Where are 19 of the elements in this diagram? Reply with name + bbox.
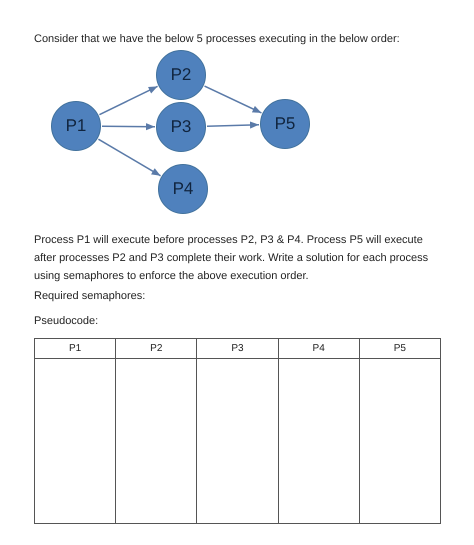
instructions-paragraph: Process P1 will execute before processes P2, P3 & P4. Process P5 will execute after processes P2 and P3 complete their work. Write a solution for each process using semaphores to enforce the above execution order.	[34, 233, 430, 284]
column-header: P5	[359, 338, 440, 358]
process-circle: P3	[156, 102, 206, 152]
process-circle: P4	[158, 164, 208, 214]
arrow	[102, 123, 155, 130]
arrow	[204, 85, 262, 114]
process-circle: P2	[156, 50, 206, 100]
prompt-text: Pseudocode:	[34, 314, 100, 329]
process-circle: P5	[260, 99, 310, 149]
column-header: P3	[196, 338, 278, 358]
column-header: P1	[34, 338, 116, 358]
prompt-text: Required semaphores:	[34, 289, 146, 304]
column-header: P2	[116, 338, 197, 358]
arrow	[99, 86, 158, 116]
arrow	[98, 138, 161, 176]
heading-text: Consider that we have the below 5 processes executing in the below order:	[34, 32, 400, 47]
arrow	[206, 121, 260, 129]
column-header: P4	[278, 338, 360, 358]
process-circle: P1	[51, 101, 101, 151]
